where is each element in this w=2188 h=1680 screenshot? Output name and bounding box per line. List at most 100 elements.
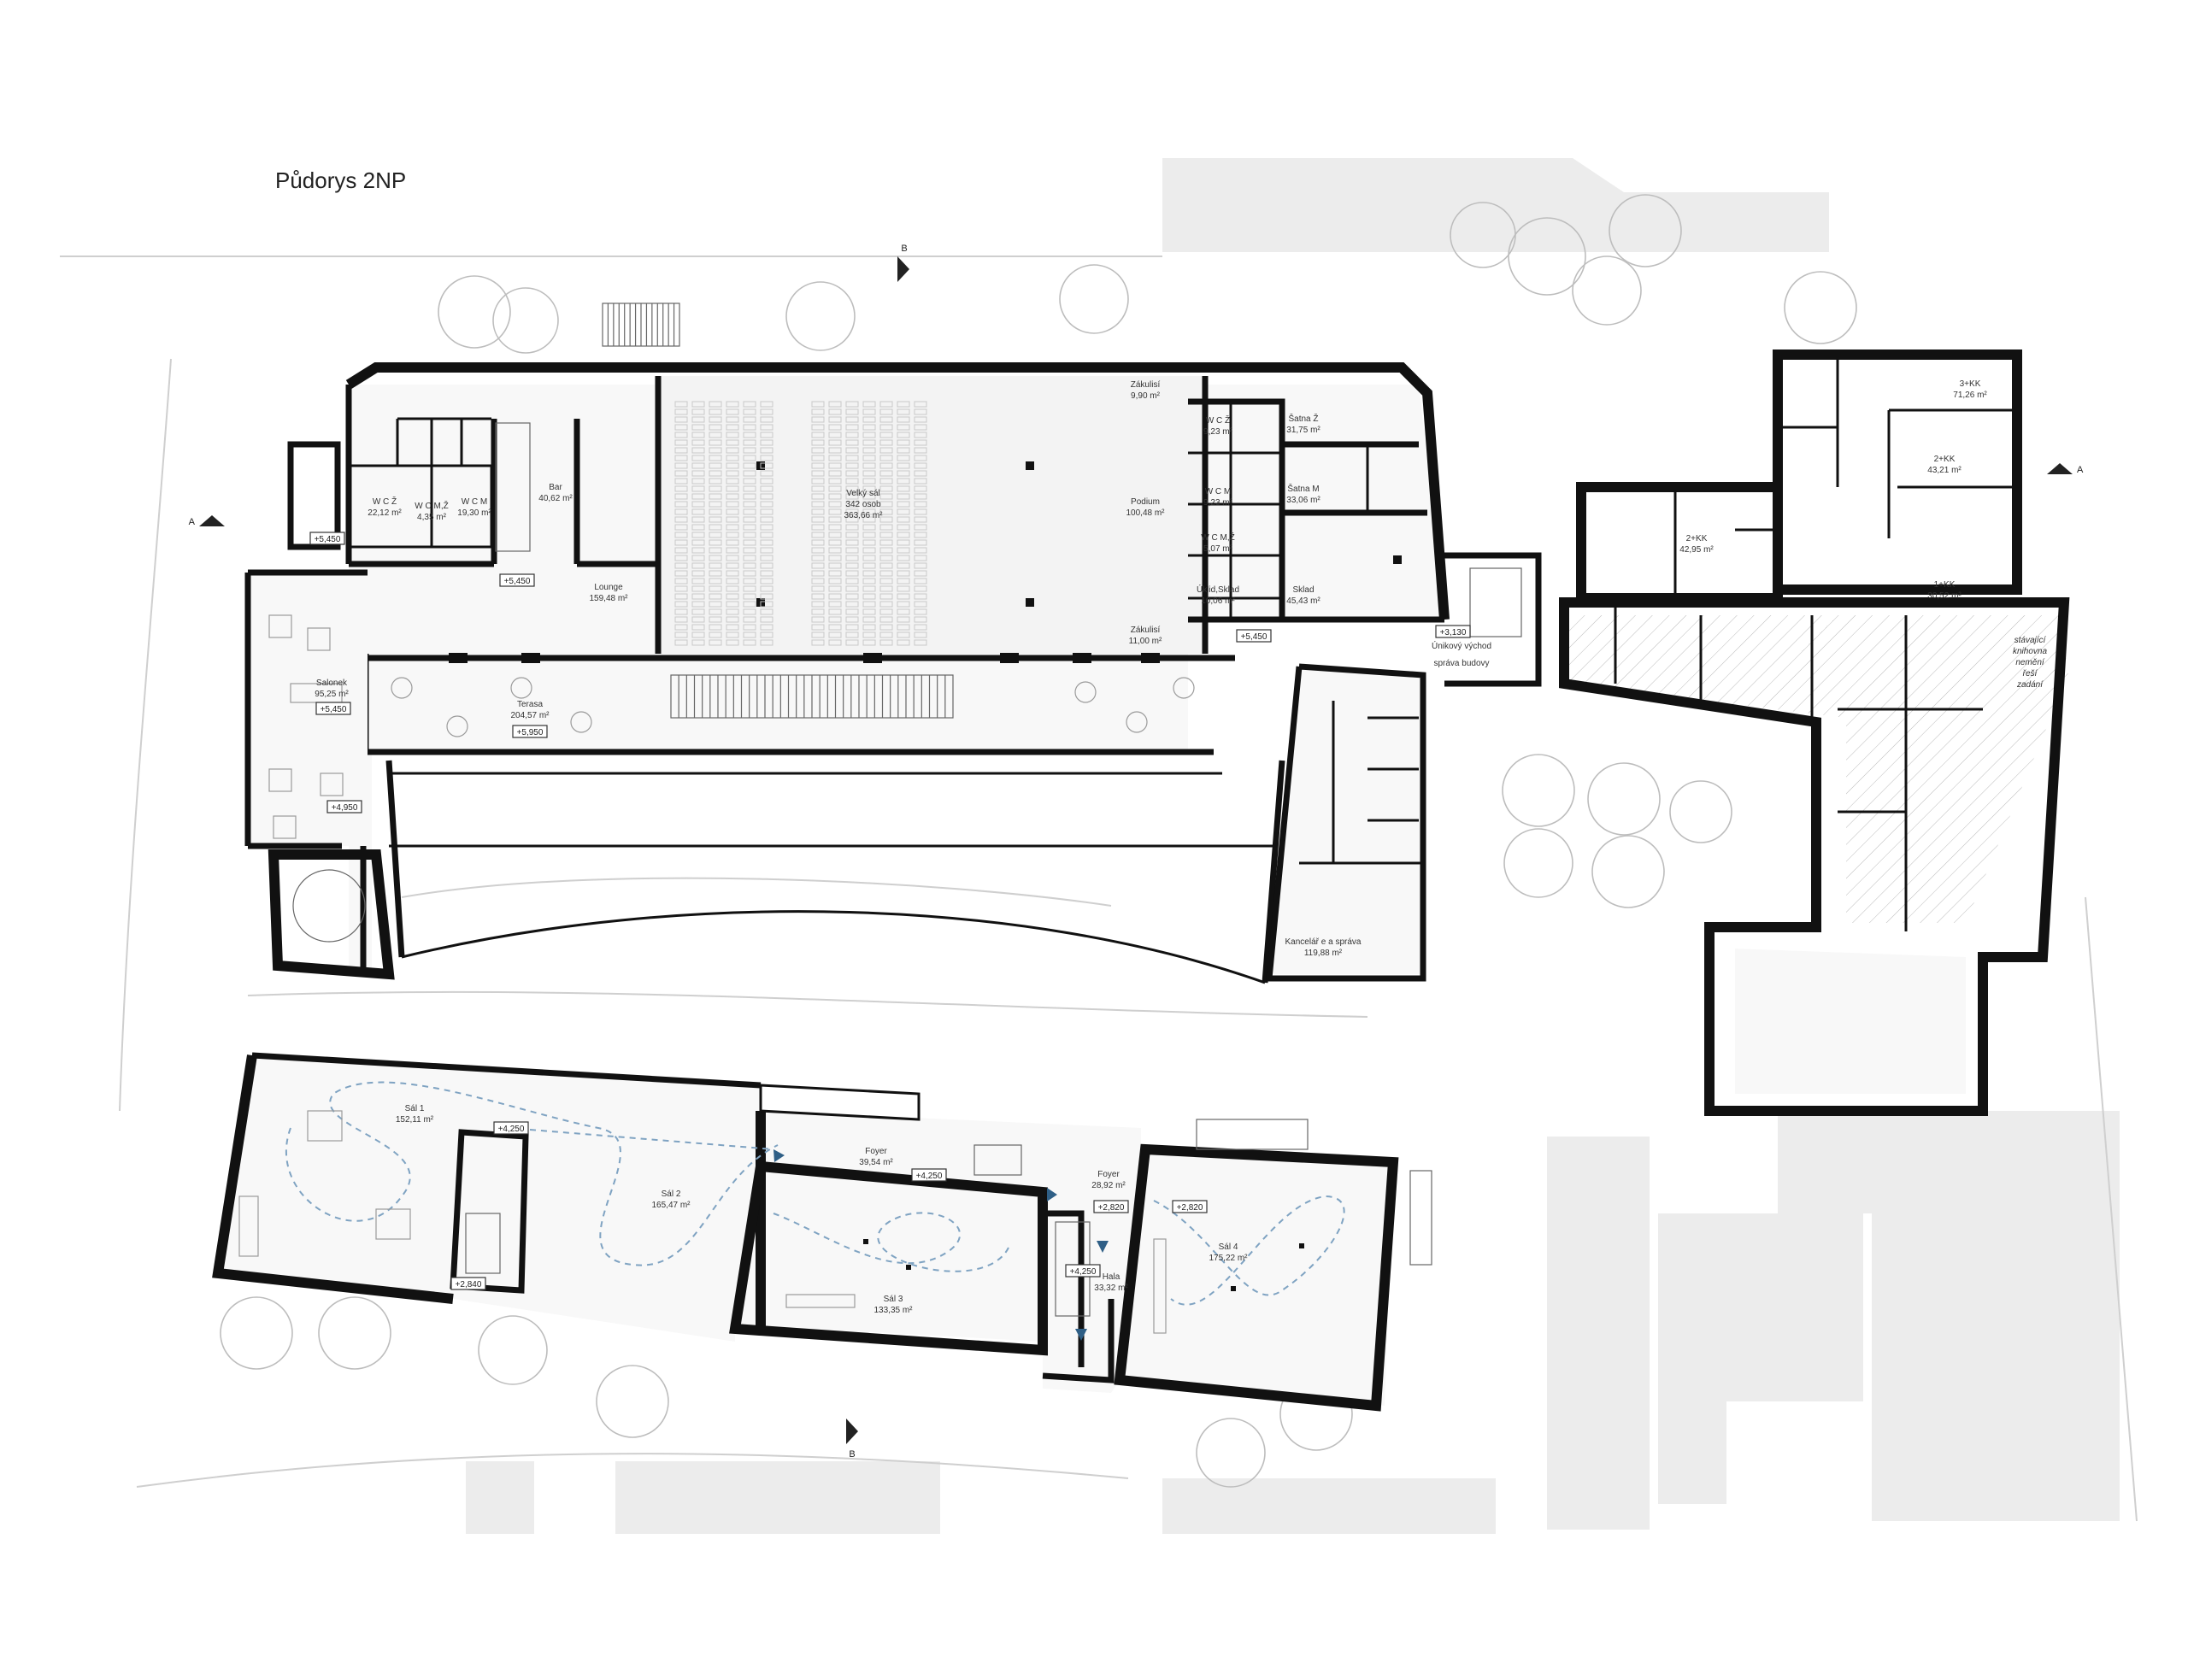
seat <box>709 601 722 608</box>
seat <box>691 562 705 569</box>
sal3-walls <box>729 1160 1048 1356</box>
seat <box>726 439 739 446</box>
seat <box>709 562 722 569</box>
seat <box>743 401 756 408</box>
seat <box>862 516 876 523</box>
seat <box>709 508 722 515</box>
seat <box>897 555 910 561</box>
seat <box>862 616 876 623</box>
office-partitions <box>1299 701 1423 865</box>
seat <box>828 401 842 408</box>
room-label: W C M,Ž <box>415 500 448 511</box>
seat <box>862 578 876 584</box>
seat <box>760 462 773 469</box>
seat <box>760 408 773 415</box>
seat <box>709 462 722 469</box>
seat <box>811 616 825 623</box>
seat <box>845 470 859 477</box>
seat <box>862 524 876 531</box>
seat <box>811 555 825 561</box>
salonek-floor <box>248 573 368 846</box>
room-note: nemění <box>2015 658 2045 667</box>
room-label: Úklid,Sklad <box>1197 584 1239 595</box>
room-area: 119,88 m² <box>1304 949 1343 958</box>
seat <box>743 616 756 623</box>
seat <box>743 608 756 615</box>
seat <box>709 455 722 461</box>
north-facade-piers <box>402 362 1361 663</box>
satna-walls <box>1282 441 1427 516</box>
seat <box>845 601 859 608</box>
plan-title: Půdorys 2NP <box>275 167 406 193</box>
seat <box>811 416 825 423</box>
seat <box>691 608 705 615</box>
seat <box>726 424 739 431</box>
seat <box>862 539 876 546</box>
seat <box>811 624 825 631</box>
seat <box>914 562 927 569</box>
seat <box>726 562 739 569</box>
seat <box>879 631 893 638</box>
seat <box>709 532 722 538</box>
seat <box>709 501 722 508</box>
seat <box>726 432 739 438</box>
seat <box>828 424 842 431</box>
seat <box>862 585 876 592</box>
room-area: 9,23 m² <box>1203 498 1233 508</box>
seat <box>811 570 825 577</box>
seat <box>862 462 876 469</box>
room-area: 204,57 m² <box>510 711 550 720</box>
seat <box>760 470 773 477</box>
seat <box>743 447 756 454</box>
seat <box>691 624 705 631</box>
room-labels: W C Ž 22,12 m² W C M,Ž 4,35 m² W C M 19,… <box>315 379 2047 1315</box>
svg-text:+5,450: +5,450 <box>504 577 531 586</box>
bar-walls <box>491 419 580 564</box>
room-area: 30,52 m² <box>1927 591 1962 601</box>
seat <box>879 493 893 500</box>
svg-text:+5,950: +5,950 <box>517 728 544 737</box>
svg-text:B: B <box>901 244 907 254</box>
seat <box>726 608 739 615</box>
level-tag: +2,820 <box>1093 1200 1129 1213</box>
seat <box>897 624 910 631</box>
seat <box>811 432 825 438</box>
seat <box>914 524 927 531</box>
room-area: 152,11 m² <box>396 1115 434 1125</box>
seat <box>726 601 739 608</box>
seat <box>914 601 927 608</box>
seat <box>879 516 893 523</box>
room-label: Sál 1 <box>405 1104 425 1113</box>
seat <box>726 455 739 461</box>
seat <box>845 639 859 646</box>
seat <box>760 439 773 446</box>
seat <box>914 547 927 554</box>
level-tag: +5,450 <box>315 702 351 715</box>
seat <box>862 624 876 631</box>
seat <box>760 631 773 638</box>
seat <box>879 470 893 477</box>
room-area: 175,22 m² <box>1209 1254 1248 1263</box>
room-label: Šatna Ž <box>1288 413 1318 424</box>
svg-text:+2,820: +2,820 <box>1098 1203 1125 1213</box>
seat <box>674 532 688 538</box>
seat <box>879 624 893 631</box>
tree-icon <box>596 1365 669 1438</box>
seat <box>879 585 893 592</box>
seat <box>845 455 859 461</box>
seat <box>828 601 842 608</box>
seat <box>914 478 927 485</box>
seat <box>760 516 773 523</box>
main-building <box>244 303 1542 984</box>
seat <box>709 516 722 523</box>
seat <box>845 485 859 492</box>
seat <box>897 532 910 538</box>
tree-icon <box>438 275 511 349</box>
route-arrow-icon <box>773 1149 785 1162</box>
seat <box>914 462 927 469</box>
svg-text:B: B <box>849 1449 855 1460</box>
seat <box>691 639 705 646</box>
wc-block-east <box>1188 398 1285 620</box>
seat <box>691 470 705 477</box>
seat <box>811 639 825 646</box>
